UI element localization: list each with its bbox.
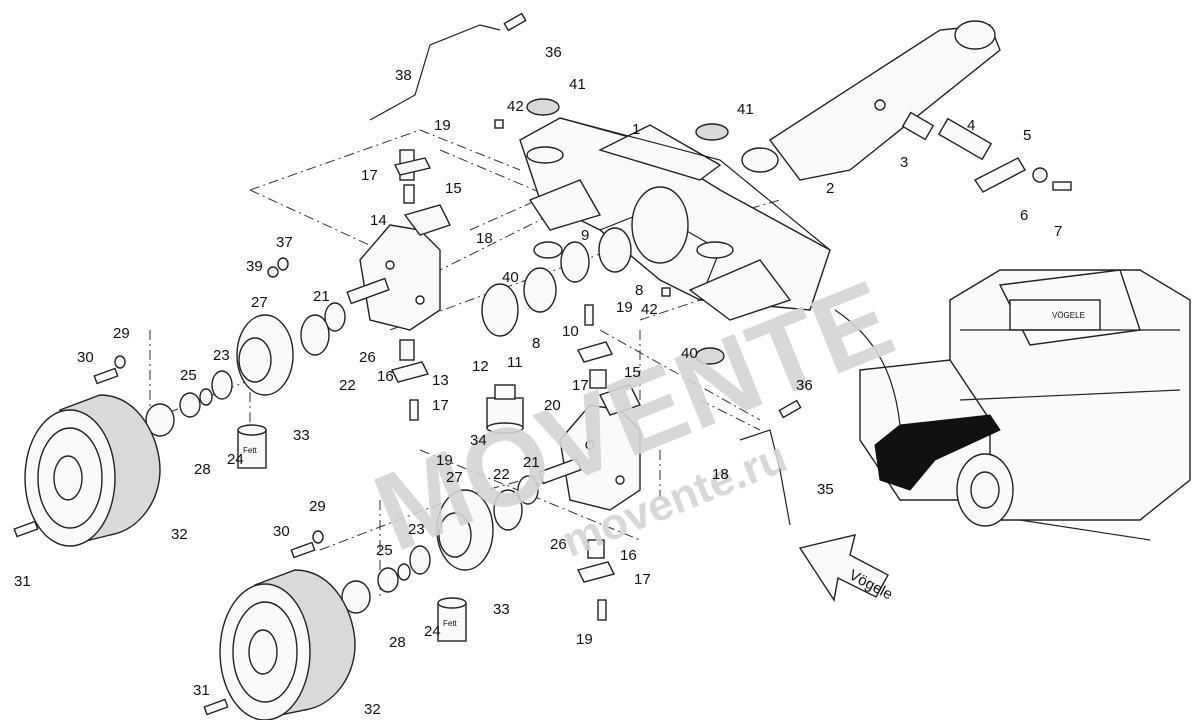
callout-5: 5	[1023, 127, 1031, 144]
callout-42: 42	[507, 98, 524, 115]
callout-8: 8	[635, 282, 643, 299]
machine-badge: VÖGELE	[1052, 311, 1085, 320]
callout-24: 24	[424, 623, 441, 640]
callout-35: 35	[817, 481, 834, 498]
callout-19: 19	[434, 117, 451, 134]
callout-22: 22	[493, 466, 510, 483]
callout-18: 18	[476, 230, 493, 247]
direction-arrow: Vögele	[798, 534, 895, 603]
callout-25: 25	[376, 542, 393, 559]
part-callouts: 1234567889101112131415151616171717171818…	[14, 44, 1062, 718]
callout-23: 23	[408, 521, 425, 538]
callout-16: 16	[620, 547, 637, 564]
callout-32: 32	[364, 701, 381, 718]
callout-26: 26	[550, 536, 567, 553]
callout-21: 21	[313, 288, 330, 305]
callout-39: 39	[246, 258, 263, 275]
callout-33: 33	[293, 427, 310, 444]
grease-nipple-34	[486, 384, 524, 434]
callout-27: 27	[251, 294, 268, 311]
callout-25: 25	[180, 367, 197, 384]
upper-hub-set	[93, 257, 346, 437]
callout-28: 28	[389, 634, 406, 651]
callout-18: 18	[712, 466, 729, 483]
callout-19: 19	[616, 299, 633, 316]
callout-2: 2	[826, 180, 834, 197]
bearings-and-seals	[481, 98, 729, 365]
callout-22: 22	[339, 377, 356, 394]
callout-9: 9	[581, 227, 589, 244]
callout-1: 1	[632, 121, 640, 138]
paver-machine-illustration: VÖGELE	[834, 269, 1191, 541]
tire-upper	[24, 394, 161, 547]
callout-10: 10	[562, 323, 579, 340]
callout-3: 3	[900, 154, 908, 171]
callout-41: 41	[569, 76, 586, 93]
callout-37: 37	[276, 234, 293, 251]
callout-14: 14	[370, 212, 387, 229]
callout-17: 17	[432, 397, 449, 414]
callout-17: 17	[634, 571, 651, 588]
callout-29: 29	[309, 498, 326, 515]
callout-30: 30	[77, 349, 94, 366]
wheel-bolts	[13, 520, 229, 716]
callout-33: 33	[493, 601, 510, 618]
callout-31: 31	[193, 682, 210, 699]
callout-4: 4	[967, 117, 975, 134]
callout-41: 41	[737, 101, 754, 118]
callout-13: 13	[432, 372, 449, 389]
callout-26: 26	[359, 349, 376, 366]
callout-11: 11	[507, 354, 523, 371]
tire-lower	[219, 569, 356, 720]
axle-tube	[741, 20, 1001, 181]
callout-38: 38	[395, 67, 412, 84]
callout-12: 12	[472, 358, 489, 375]
callout-29: 29	[113, 325, 130, 342]
lower-hub-set	[290, 475, 539, 614]
small-parts	[390, 119, 671, 621]
callout-28: 28	[194, 461, 211, 478]
callout-20: 20	[544, 397, 561, 414]
callout-21: 21	[523, 454, 540, 471]
lube-tube	[369, 12, 802, 526]
callout-31: 31	[14, 573, 31, 590]
callout-19: 19	[576, 631, 593, 648]
callout-15: 15	[624, 364, 641, 381]
callout-30: 30	[273, 523, 290, 540]
callout-17: 17	[361, 167, 378, 184]
fett-label-1: Fett	[243, 446, 258, 455]
callout-34: 34	[470, 432, 487, 449]
steering-knuckle-lower	[538, 384, 641, 511]
callout-23: 23	[213, 347, 230, 364]
callout-6: 6	[1020, 207, 1028, 224]
callout-40: 40	[502, 269, 519, 286]
callout-40: 40	[681, 345, 698, 362]
callout-7: 7	[1054, 223, 1062, 240]
grease-can-upper: Fett	[237, 424, 267, 469]
callout-19: 19	[436, 452, 453, 469]
steering-knuckle-upper	[346, 204, 451, 331]
callout-15: 15	[445, 180, 462, 197]
pin-and-lock-plate	[901, 111, 1072, 193]
callout-36: 36	[796, 377, 813, 394]
callout-17: 17	[572, 377, 589, 394]
callout-36: 36	[545, 44, 562, 61]
fett-label-2: Fett	[443, 619, 458, 628]
callout-24: 24	[227, 451, 244, 468]
callout-16: 16	[377, 368, 394, 385]
grease-can-lower: Fett	[437, 597, 467, 642]
callout-8: 8	[532, 335, 540, 352]
callout-32: 32	[171, 526, 188, 543]
callout-42: 42	[641, 301, 658, 318]
callout-27: 27	[446, 469, 463, 486]
